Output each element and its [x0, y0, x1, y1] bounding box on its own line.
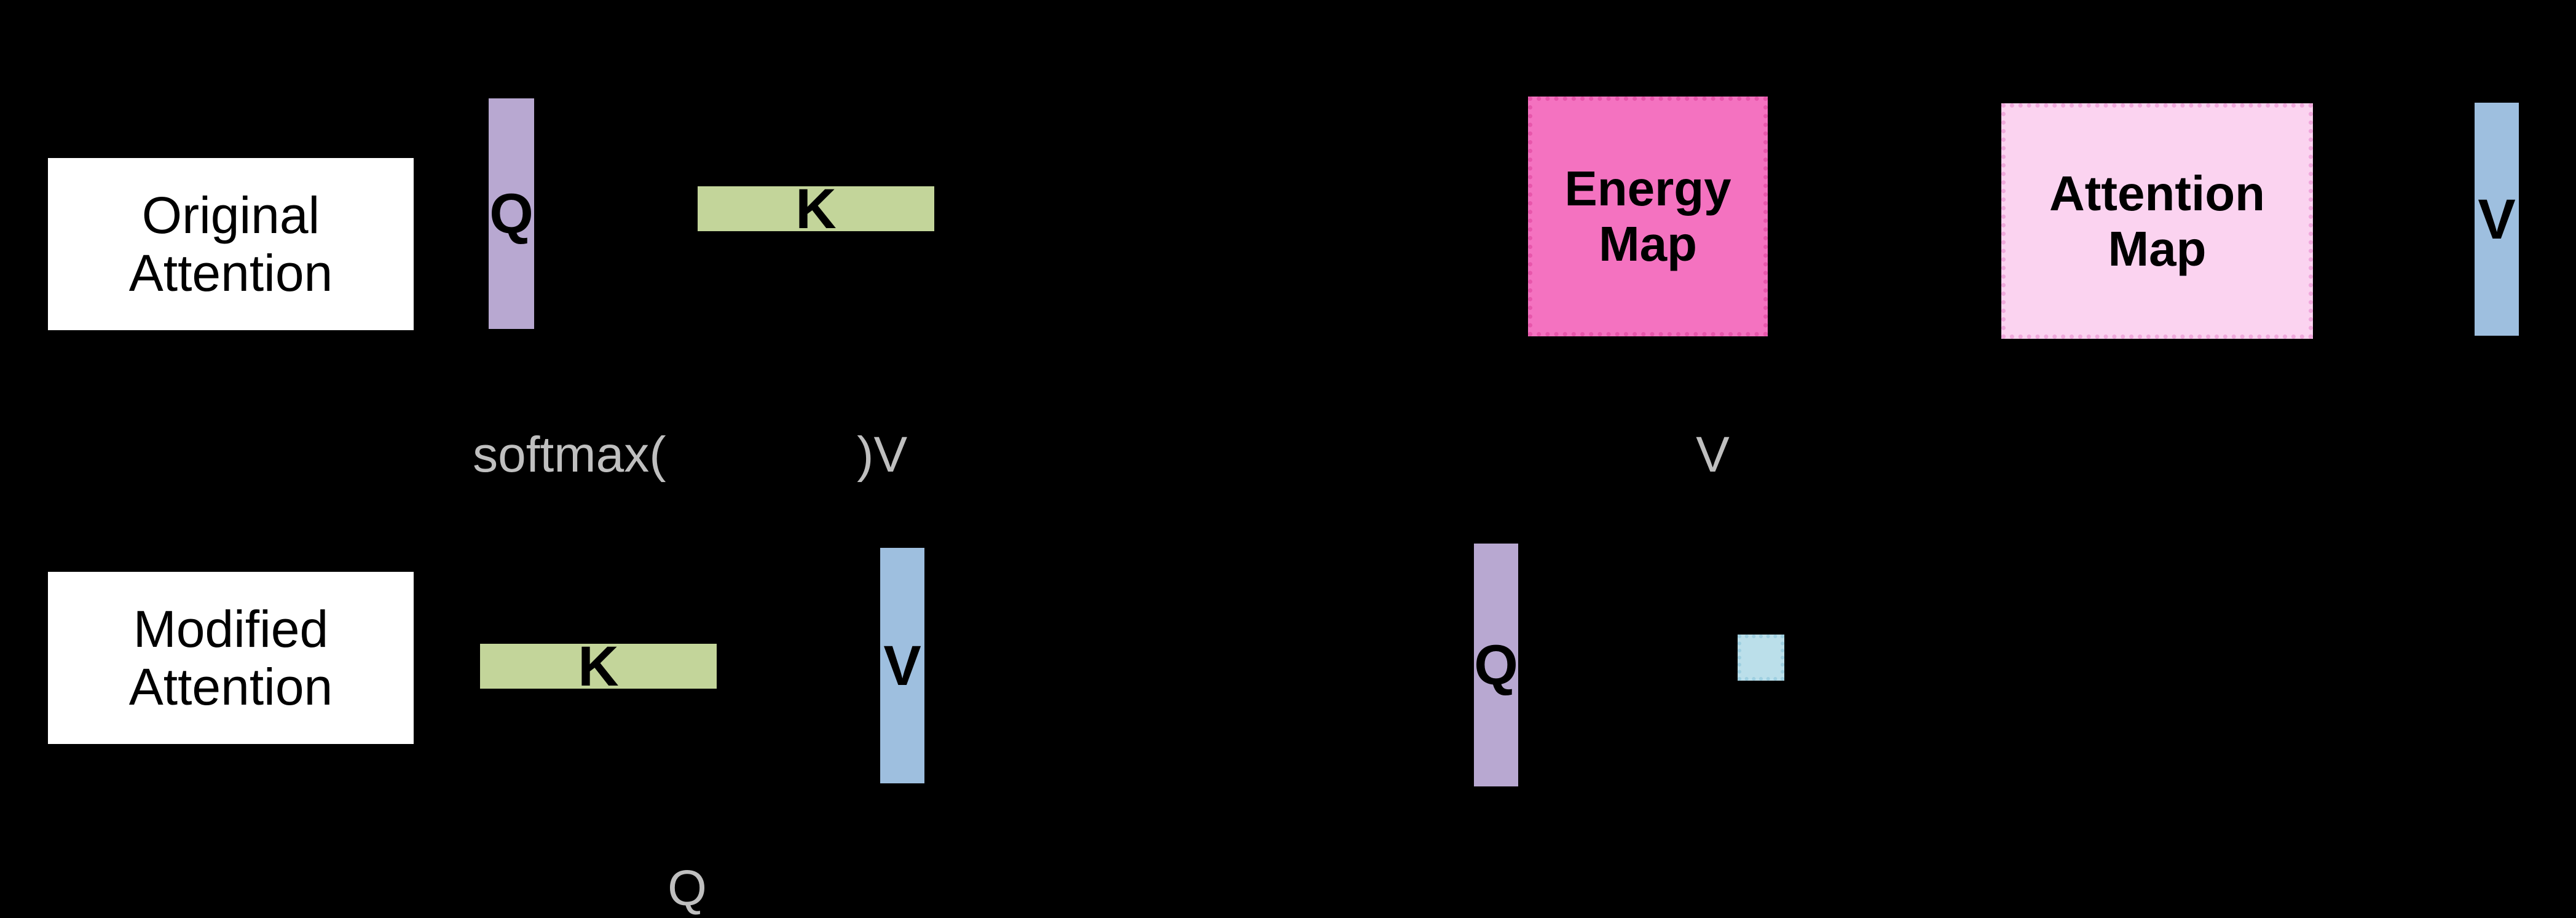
- k-matrix-label: K: [578, 635, 619, 698]
- q-matrix-block-row2: Q: [1474, 544, 1518, 786]
- energy-map-block: Energy Map: [1528, 97, 1768, 336]
- row-label-line2: Attention: [128, 658, 333, 716]
- row-label-line1: Original: [141, 186, 320, 244]
- k-matrix-block-row2: K: [480, 638, 717, 695]
- energy-map-caption-v: V: [1696, 427, 1730, 483]
- energy-map-label-line1: Energy: [1564, 161, 1731, 216]
- row-label-line1: Modified: [133, 599, 329, 658]
- q-matrix-block-row1: Q: [489, 98, 534, 329]
- v-matrix-block-row2: V: [880, 548, 924, 783]
- row-label-modified-attention: Modified Attention: [48, 572, 414, 744]
- v-matrix-label: V: [2478, 188, 2516, 251]
- q-matrix-label: Q: [489, 182, 534, 245]
- k-matrix-block-row1: K: [698, 181, 934, 237]
- attention-map-block: Attention Map: [2001, 103, 2313, 339]
- attention-map-label-line1: Attention: [2049, 165, 2265, 221]
- row-label-original-attention: Original Attention: [48, 158, 414, 330]
- v-matrix-label: V: [883, 634, 921, 697]
- k-matrix-label: K: [795, 177, 837, 240]
- energy-map-label-line2: Map: [1599, 216, 1697, 271]
- softmax-suffix-text: )V: [857, 427, 908, 483]
- row-label-line2: Attention: [128, 244, 333, 302]
- softmax-prefix-text: softmax(: [473, 427, 666, 483]
- attention-map-label-line2: Map: [2108, 221, 2207, 276]
- modified-caption-q: Q: [668, 860, 707, 916]
- v-matrix-block-row1: V: [2475, 103, 2519, 336]
- q-matrix-label: Q: [1474, 633, 1518, 697]
- small-attention-block-row2: [1738, 635, 1784, 681]
